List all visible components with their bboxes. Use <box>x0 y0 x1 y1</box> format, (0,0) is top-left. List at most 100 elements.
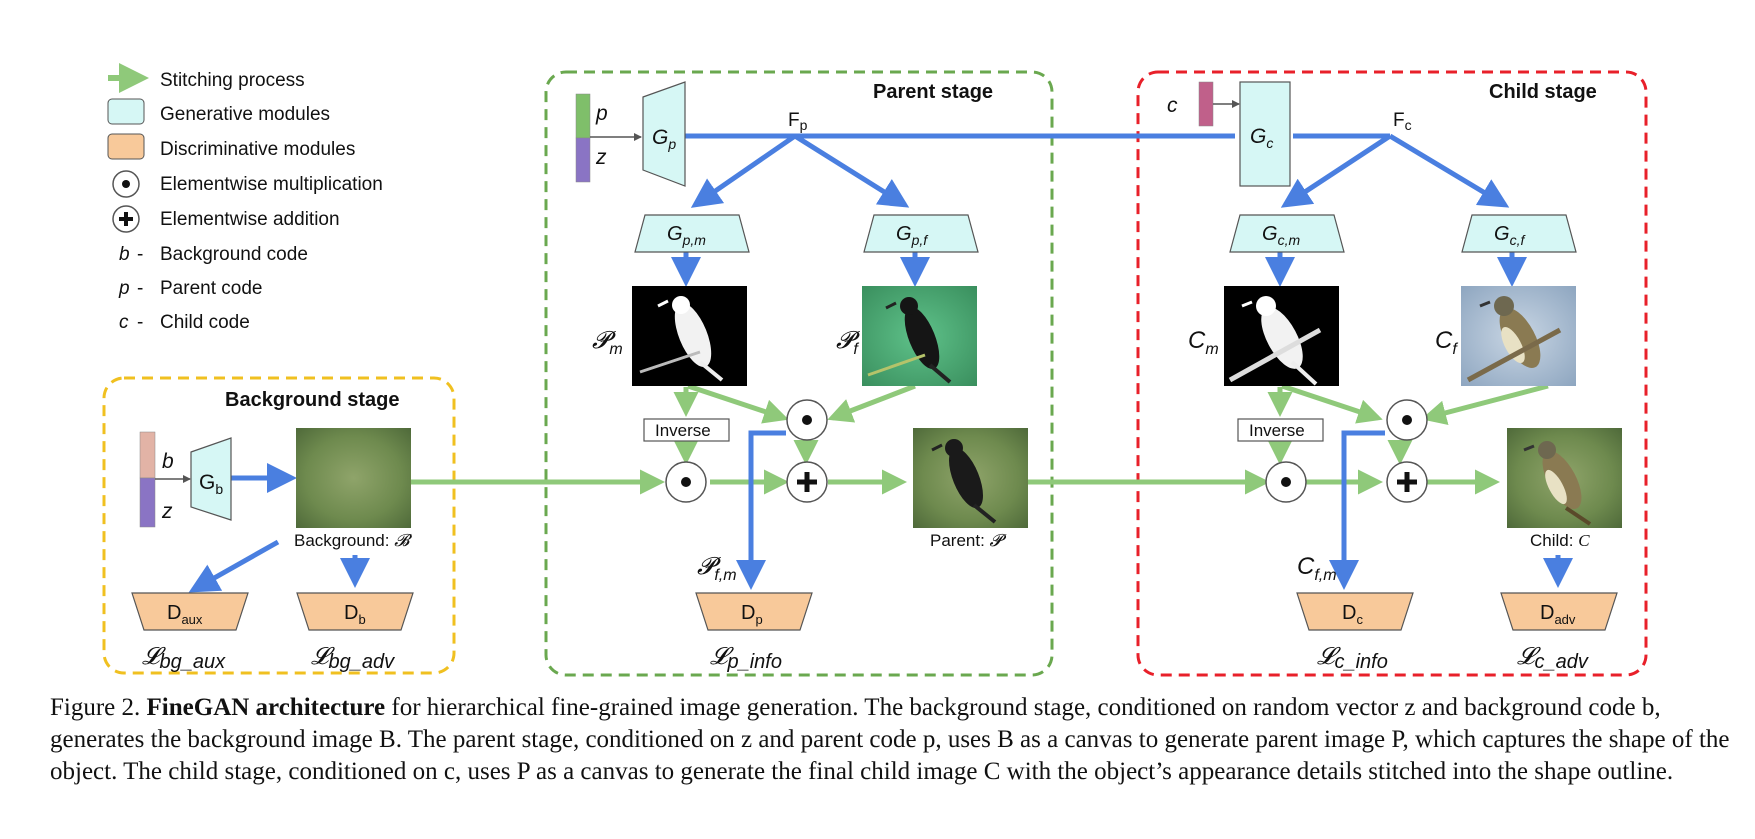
blue-arrows <box>188 133 1573 593</box>
legend-code-b-dash: - <box>137 244 143 265</box>
legend-code-p-label: Parent code <box>160 278 262 299</box>
discriminator-db-label: Db <box>344 602 366 627</box>
arrow-fc-to-gcf <box>1388 133 1510 208</box>
legend-code-c-label: Child code <box>160 312 250 333</box>
discriminator-dadv <box>1500 592 1618 631</box>
discriminator-daux-label: Daux <box>167 602 203 627</box>
legend-discriminative-label: Discriminative modules <box>160 139 355 160</box>
parent-output-label: Parent: 𝓟 <box>930 531 1007 550</box>
code-p-label: p <box>595 102 608 125</box>
generator-gb-label: Gb <box>199 471 223 497</box>
legend-code-c-dash: - <box>137 312 143 333</box>
generator-gcf-label: Gc,f <box>1494 223 1526 248</box>
inverse-box-parent <box>643 418 730 442</box>
generator-gb <box>190 437 232 521</box>
generator-gcm-label: Gc,m <box>1262 223 1300 248</box>
legend-multiplication-label: Elementwise multiplication <box>160 174 383 195</box>
legend-generative-label: Generative modules <box>160 104 330 125</box>
background-stage: b z Gb Background: 𝓑 Daux Db 𝓛bg_aux 𝓛bg… <box>131 428 414 673</box>
legend-code-b-symbol: b <box>119 244 130 265</box>
generator-gpf-label: Gp,f <box>896 223 929 248</box>
loss-c-adv: 𝓛c_adv <box>1517 643 1589 673</box>
multiply-node-child-bg-dot <box>1281 477 1291 487</box>
arrow-fp-to-gpf <box>793 133 910 208</box>
arrow-cfm-to-dc <box>1329 430 1385 590</box>
child-mask-image <box>1224 286 1339 386</box>
loss-p-info: 𝓛p_info <box>710 643 782 673</box>
discriminator-dc-label: Dc <box>1342 602 1363 627</box>
legend-discriminative-swatch <box>107 133 145 160</box>
discriminator-dc <box>1296 592 1414 631</box>
generator-gp <box>642 81 686 187</box>
background-output-label: Background: 𝓑 <box>294 531 412 550</box>
legend-stitching-label: Stitching process <box>160 70 305 91</box>
caption-bold: FineGAN architecture <box>146 694 386 721</box>
generator-gpm-label: Gp,m <box>667 223 706 248</box>
legend-code-c-symbol: c <box>119 312 129 333</box>
generator-gc-label: Gc <box>1250 125 1273 151</box>
loss-c-info: 𝓛c_info <box>1317 643 1388 673</box>
arrow-fc-to-gcm <box>1280 133 1392 208</box>
add-node-child-cross <box>1397 472 1417 492</box>
child-stage: c Gc Fc Gc,m Gc,f Cm Cf <box>1167 81 1622 673</box>
multiply-node-parent-fg-dot <box>802 415 812 425</box>
generator-gp-label: Gp <box>652 126 676 152</box>
arrow-pfm-to-dp <box>736 430 786 590</box>
code-z-label: z <box>161 500 173 523</box>
code-p-bar <box>575 93 591 139</box>
code-b-bar <box>139 431 156 479</box>
discriminator-daux <box>131 592 249 631</box>
code-c-bar <box>1198 81 1214 127</box>
loss-bg-aux: 𝓛bg_aux <box>142 643 226 673</box>
inverse-label-parent: Inverse <box>655 421 711 440</box>
child-foreground-label: Cf <box>1435 327 1458 358</box>
multiply-node-parent-bg-dot <box>681 477 691 487</box>
feature-fp-label: Fp <box>788 110 808 133</box>
legend-generative-swatch <box>107 98 145 125</box>
multiply-node-child-fg-dot <box>1402 415 1412 425</box>
legend: Stitching process Generative modules Dis… <box>107 63 383 333</box>
caption-prefix: Figure 2. <box>50 694 147 721</box>
child-stage-title: Child stage <box>1489 81 1597 103</box>
legend-code-b-label: Background code <box>160 244 308 265</box>
parent-mask-image <box>632 286 747 386</box>
discriminator-dp-label: Dp <box>741 602 763 627</box>
discriminator-dp <box>695 592 813 631</box>
loss-bg-adv: 𝓛bg_adv <box>311 643 395 673</box>
discriminator-dadv-label: Dadv <box>1540 602 1576 627</box>
parent-output-image <box>913 428 1028 528</box>
parent-foreground-image <box>862 286 977 386</box>
arrow-fp-to-gpm <box>690 133 797 208</box>
finegan-architecture-diagram: Stitching process Generative modules Dis… <box>102 63 1648 677</box>
stitch-pf-to-fg-mult <box>827 383 916 423</box>
parent-stage-title: Parent stage <box>873 81 993 103</box>
child-output-image <box>1507 428 1622 528</box>
feature-fc-label: Fc <box>1393 110 1412 133</box>
generator-gpm <box>634 214 750 253</box>
code-c-label: c <box>1167 94 1178 117</box>
child-mask-label: Cm <box>1188 327 1219 358</box>
legend-code-p-dash: - <box>137 278 143 299</box>
stitch-pm-to-fg-mult <box>687 383 789 424</box>
background-image <box>296 428 411 528</box>
arrow-bg-to-daux <box>188 539 280 593</box>
background-stage-title: Background stage <box>225 389 399 411</box>
parent-stage: p z Gp Fp Gp,m Gp,f 𝓟m 𝓟f <box>575 81 1028 673</box>
generator-gcf <box>1461 214 1577 253</box>
code-z-bar <box>139 477 156 528</box>
inverse-label-child: Inverse <box>1249 421 1305 440</box>
legend-code-p-symbol: p <box>118 278 130 299</box>
generator-gcm <box>1229 214 1345 253</box>
inverse-box-child <box>1237 418 1324 442</box>
add-node-parent-cross <box>797 472 817 492</box>
code-b-label: b <box>162 450 174 473</box>
caption-text: for hierarchical fine-grained image gene… <box>50 694 1730 785</box>
child-fm-label: Cf,m <box>1297 553 1337 584</box>
figure-caption: Figure 2. FineGAN architecture for hiera… <box>50 692 1730 788</box>
discriminator-db <box>296 592 414 631</box>
child-foreground-image <box>1461 286 1576 386</box>
background-stage-border <box>102 376 456 675</box>
code-z-bar-parent <box>575 137 591 183</box>
code-z-label-parent: z <box>595 146 607 169</box>
generator-gpf <box>863 214 979 253</box>
